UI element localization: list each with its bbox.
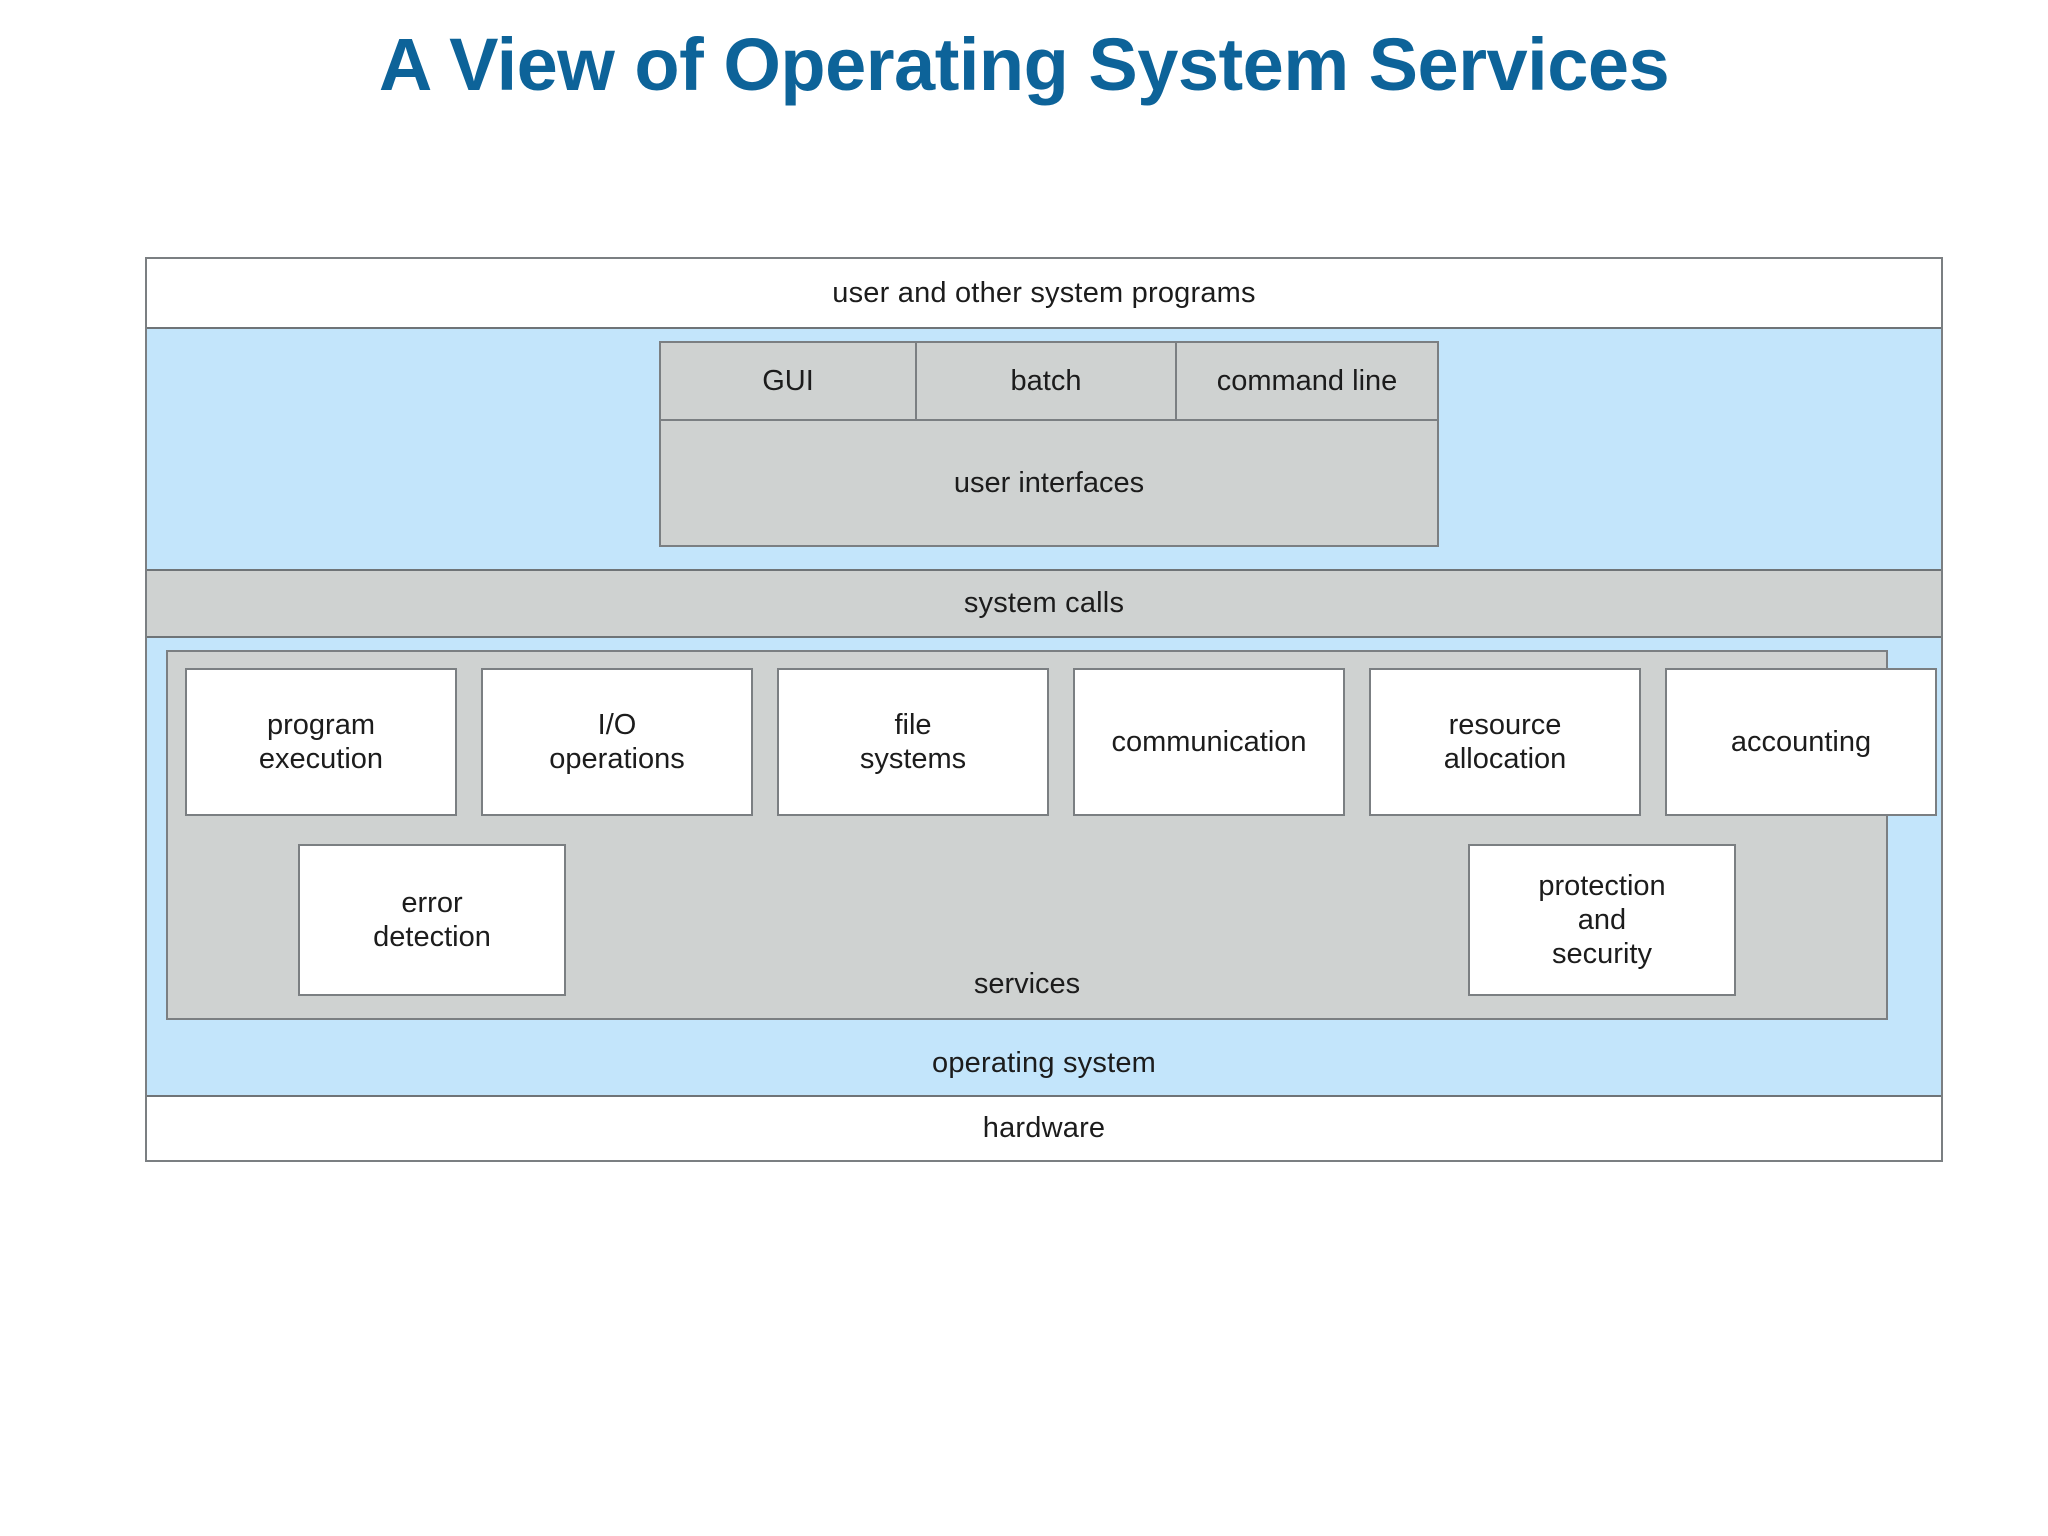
layer-user-programs-label: user and other system programs — [832, 276, 1256, 309]
services-group-label: services — [973, 968, 1081, 1000]
ui-mode-command-line[interactable]: command line — [1216, 364, 1398, 397]
page-title: A View of Operating System Services — [378, 23, 1670, 106]
service-label-protection-and-security: protection and security — [1538, 869, 1665, 972]
service-line-2: execution — [258, 743, 384, 775]
service-box-communication[interactable]: communication — [1073, 668, 1345, 816]
service-line-1: protection — [1538, 869, 1666, 902]
service-label-program-execution: program execution — [259, 708, 383, 776]
user-interfaces-box: GUI batch command line user interfaces — [659, 341, 1439, 547]
service-box-resource-allocation[interactable]: resource allocation — [1369, 668, 1641, 816]
service-box-program-execution[interactable]: program execution — [185, 668, 457, 816]
layer-system-calls-label: system calls — [963, 587, 1125, 619]
layer-operating-system-label-text: operating system — [931, 1047, 1157, 1079]
service-label-io-operations: I/O operations — [549, 708, 684, 776]
service-line-1: resource — [1448, 708, 1562, 741]
layer-operating-system-zone: program execution I/O operations file sy… — [147, 638, 1941, 1032]
services-row-top: program execution I/O operations file sy… — [185, 668, 1937, 816]
service-line-2: operations — [549, 743, 685, 775]
layer-user-interface-zone: GUI batch command line user interfaces — [147, 329, 1941, 571]
ui-mode-gui[interactable]: GUI — [661, 343, 917, 419]
service-line-2: systems — [859, 743, 967, 775]
service-label-file-systems: file systems — [860, 708, 966, 776]
service-line-2: allocation — [1443, 743, 1567, 775]
service-box-protection-and-security[interactable]: protection and security — [1468, 844, 1736, 996]
service-box-file-systems[interactable]: file systems — [777, 668, 1049, 816]
service-line-1: file — [894, 708, 932, 741]
services-panel: program execution I/O operations file sy… — [166, 650, 1937, 1020]
service-label-resource-allocation: resource allocation — [1444, 708, 1567, 776]
layer-system-calls: system calls — [147, 571, 1941, 638]
os-services-diagram: user and other system programs GUI batch… — [145, 257, 1943, 1162]
ui-mode-batch[interactable]: batch — [917, 343, 1177, 419]
service-box-io-operations[interactable]: I/O operations — [481, 668, 753, 816]
service-line-1: error — [401, 886, 463, 919]
service-box-error-detection[interactable]: error detection — [298, 844, 566, 996]
service-line-1: I/O — [597, 708, 637, 741]
service-line-1: accounting — [1730, 725, 1872, 758]
layer-operating-system-label: operating system — [147, 1032, 1941, 1097]
service-label-communication: communication — [1111, 725, 1306, 759]
service-line-1: communication — [1111, 725, 1307, 758]
service-box-accounting[interactable]: accounting — [1665, 668, 1937, 816]
service-line-2: and — [1577, 903, 1627, 936]
user-interface-modes-row: GUI batch command line — [661, 343, 1437, 421]
layer-user-programs: user and other system programs — [147, 259, 1941, 329]
service-label-error-detection: error detection — [373, 886, 491, 954]
service-line-2: detection — [373, 921, 491, 953]
user-interfaces-label: user interfaces — [953, 466, 1145, 499]
service-line-3: security — [1552, 938, 1652, 971]
layer-hardware-label: hardware — [982, 1112, 1106, 1144]
layer-hardware: hardware — [147, 1097, 1941, 1160]
service-line-1: program — [267, 708, 375, 741]
service-label-accounting: accounting — [1731, 725, 1871, 759]
